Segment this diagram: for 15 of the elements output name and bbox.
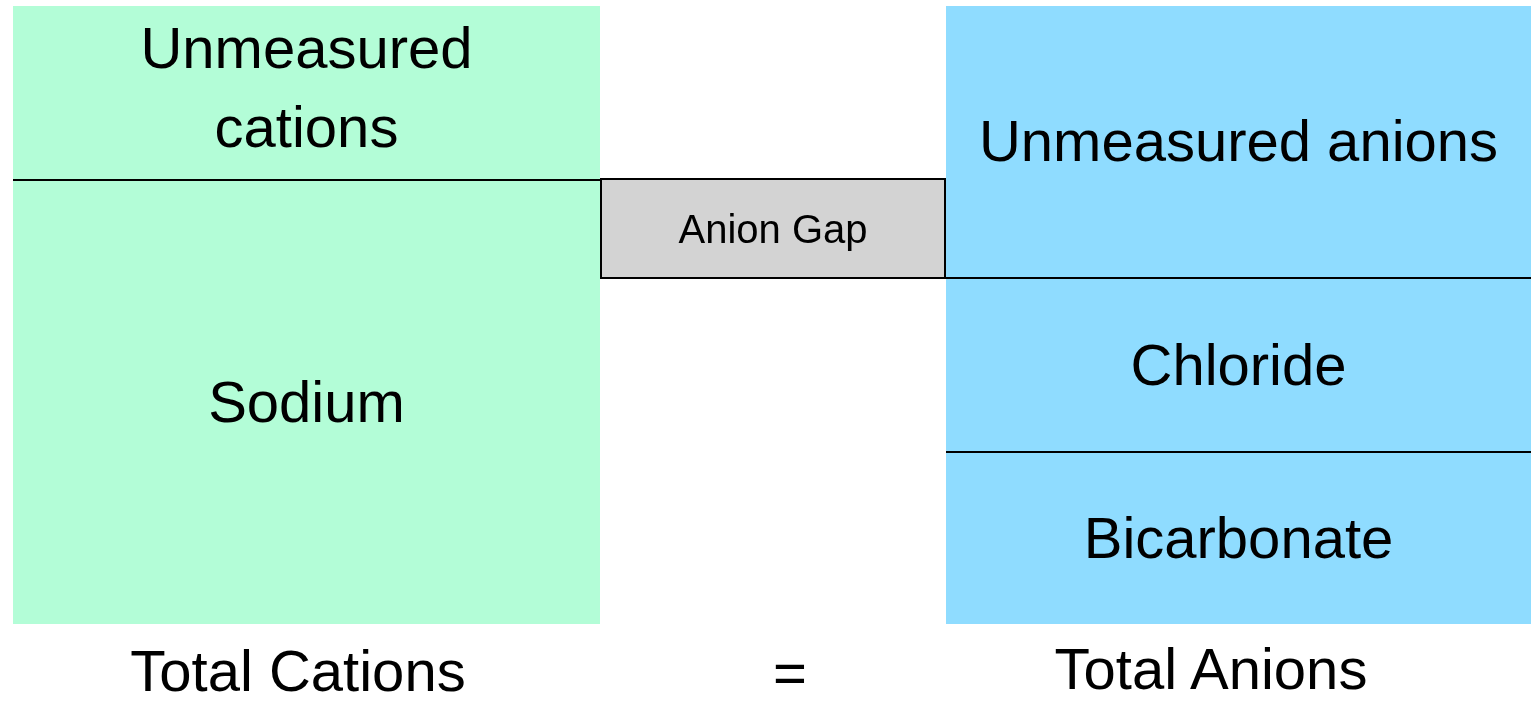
section-label: Unmeasured anions	[978, 107, 1499, 176]
section-label: Anion Gap	[678, 205, 868, 253]
total-label: Total Cations	[130, 638, 466, 705]
equals-sign: =	[773, 640, 807, 706]
anions-section	[946, 279, 1531, 453]
anions-section	[946, 6, 1531, 279]
section-label: Chloride	[1130, 330, 1347, 399]
gap-box	[600, 178, 946, 279]
total-label: Total Anions	[1054, 636, 1368, 703]
cations-section	[13, 6, 600, 181]
anions-section	[946, 453, 1531, 624]
section-label: Bicarbonate	[1083, 504, 1394, 573]
cations-section	[13, 181, 600, 624]
section-label: Unmeasured cations	[139, 14, 474, 161]
section-label: Sodium	[208, 368, 405, 437]
